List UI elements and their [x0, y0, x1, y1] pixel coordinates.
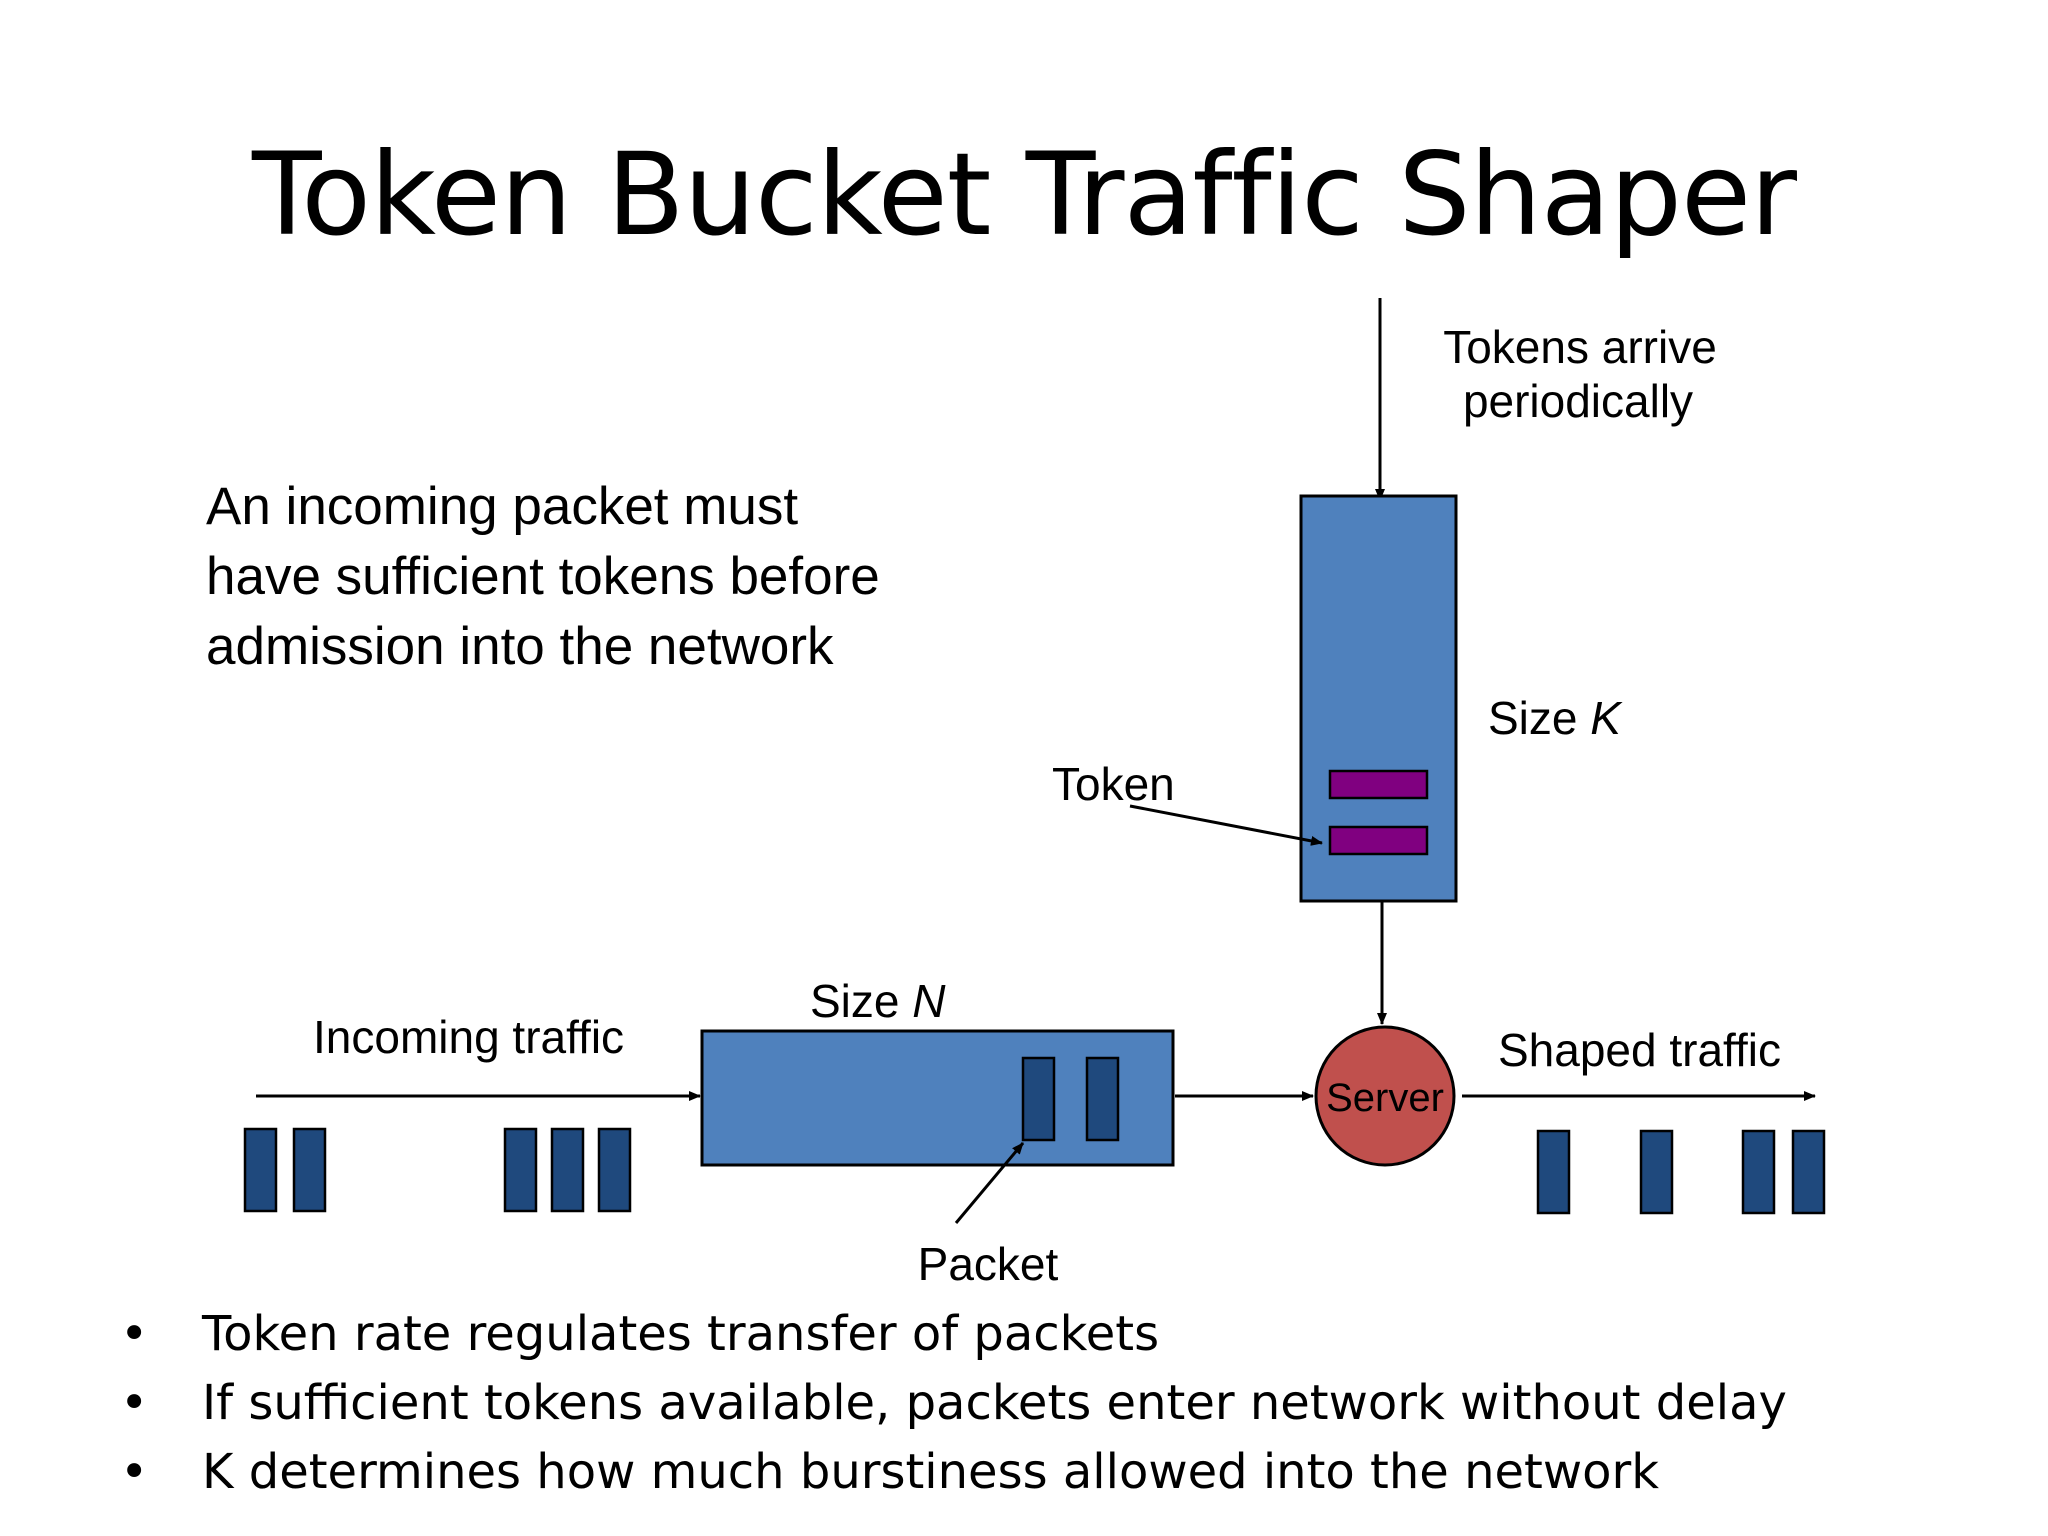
intro-text: An incoming packet must have sufficient … [206, 477, 880, 676]
token-pointer-arrow [1129, 804, 1323, 846]
queue-size-label: Size N [810, 975, 946, 1027]
bullet-text: Token rate regulates transfer of packets [202, 1306, 1160, 1362]
shaped-traffic-label: Shaped traffic [1498, 1024, 1781, 1076]
bullet-item: • K determines how much burstiness allowe… [120, 1438, 1787, 1507]
incoming-packet [597, 1127, 632, 1213]
incoming-traffic-label: Incoming traffic [313, 1011, 624, 1063]
bullet-text: K determines how much burstiness allowed… [202, 1444, 1659, 1500]
shaped-packet [1791, 1129, 1826, 1215]
server-label: Server [1326, 1076, 1444, 1120]
bullet-marker: • [120, 1444, 149, 1500]
token [1328, 769, 1429, 800]
slide-title: Token Bucket Traffic Shaper [251, 128, 1797, 261]
incoming-packet [243, 1127, 278, 1213]
incoming-packet [550, 1127, 585, 1213]
bucket-size-label: Size K [1488, 692, 1623, 744]
shaped-packet [1639, 1129, 1674, 1215]
packet-pointer-arrow [954, 1142, 1025, 1224]
incoming-packet [503, 1127, 538, 1213]
queued-packet [1085, 1056, 1120, 1142]
packet-label: Packet [918, 1238, 1059, 1290]
token [1328, 825, 1429, 856]
bullet-text: If sufficient tokens available, packets … [202, 1375, 1787, 1431]
tokens-arrive-label-line2: periodically [1463, 375, 1693, 427]
shaped-packet [1536, 1129, 1571, 1215]
bullet-list: • Token rate regulates transfer of packet… [120, 1300, 1787, 1507]
bullet-item: • Token rate regulates transfer of packet… [120, 1300, 1787, 1369]
server-node [1314, 1025, 1456, 1167]
queued-packet [1021, 1056, 1056, 1142]
shaped-packet [1741, 1129, 1776, 1215]
bullet-marker: • [120, 1306, 149, 1362]
incoming-packet [292, 1127, 327, 1213]
bullet-item: • If sufficient tokens available, packets… [120, 1369, 1787, 1438]
bullet-marker: • [120, 1375, 149, 1431]
token-label: Token [1052, 758, 1175, 810]
tokens-arrive-label-line1: Tokens arrive [1443, 321, 1717, 373]
